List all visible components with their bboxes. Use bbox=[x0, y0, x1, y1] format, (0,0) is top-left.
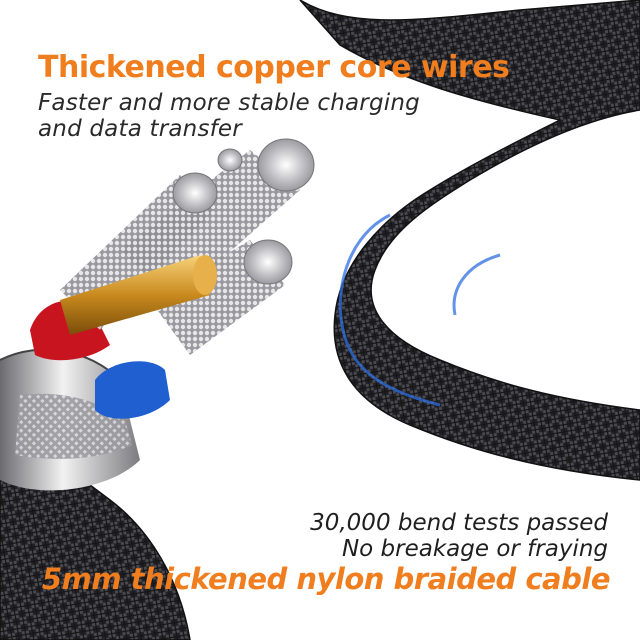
footer-headline: 5mm thickened nylon braided cable bbox=[41, 562, 611, 596]
blue-insulation bbox=[95, 361, 170, 419]
motion-arc-right bbox=[452, 253, 501, 316]
motion-arc-left bbox=[338, 213, 441, 407]
braided-cable-loop bbox=[299, 0, 640, 481]
copper-core bbox=[60, 255, 210, 335]
headline: Thickened copper core wires bbox=[38, 50, 510, 85]
copper-core-end bbox=[193, 255, 217, 295]
bend-tests-text: 30,000 bend tests passed bbox=[310, 510, 608, 536]
subtitle-line-2: and data transfer bbox=[38, 116, 242, 142]
no-breakage-text: No breakage or fraying bbox=[341, 536, 608, 562]
subtitle-line-1: Faster and more stable charging bbox=[38, 90, 420, 116]
